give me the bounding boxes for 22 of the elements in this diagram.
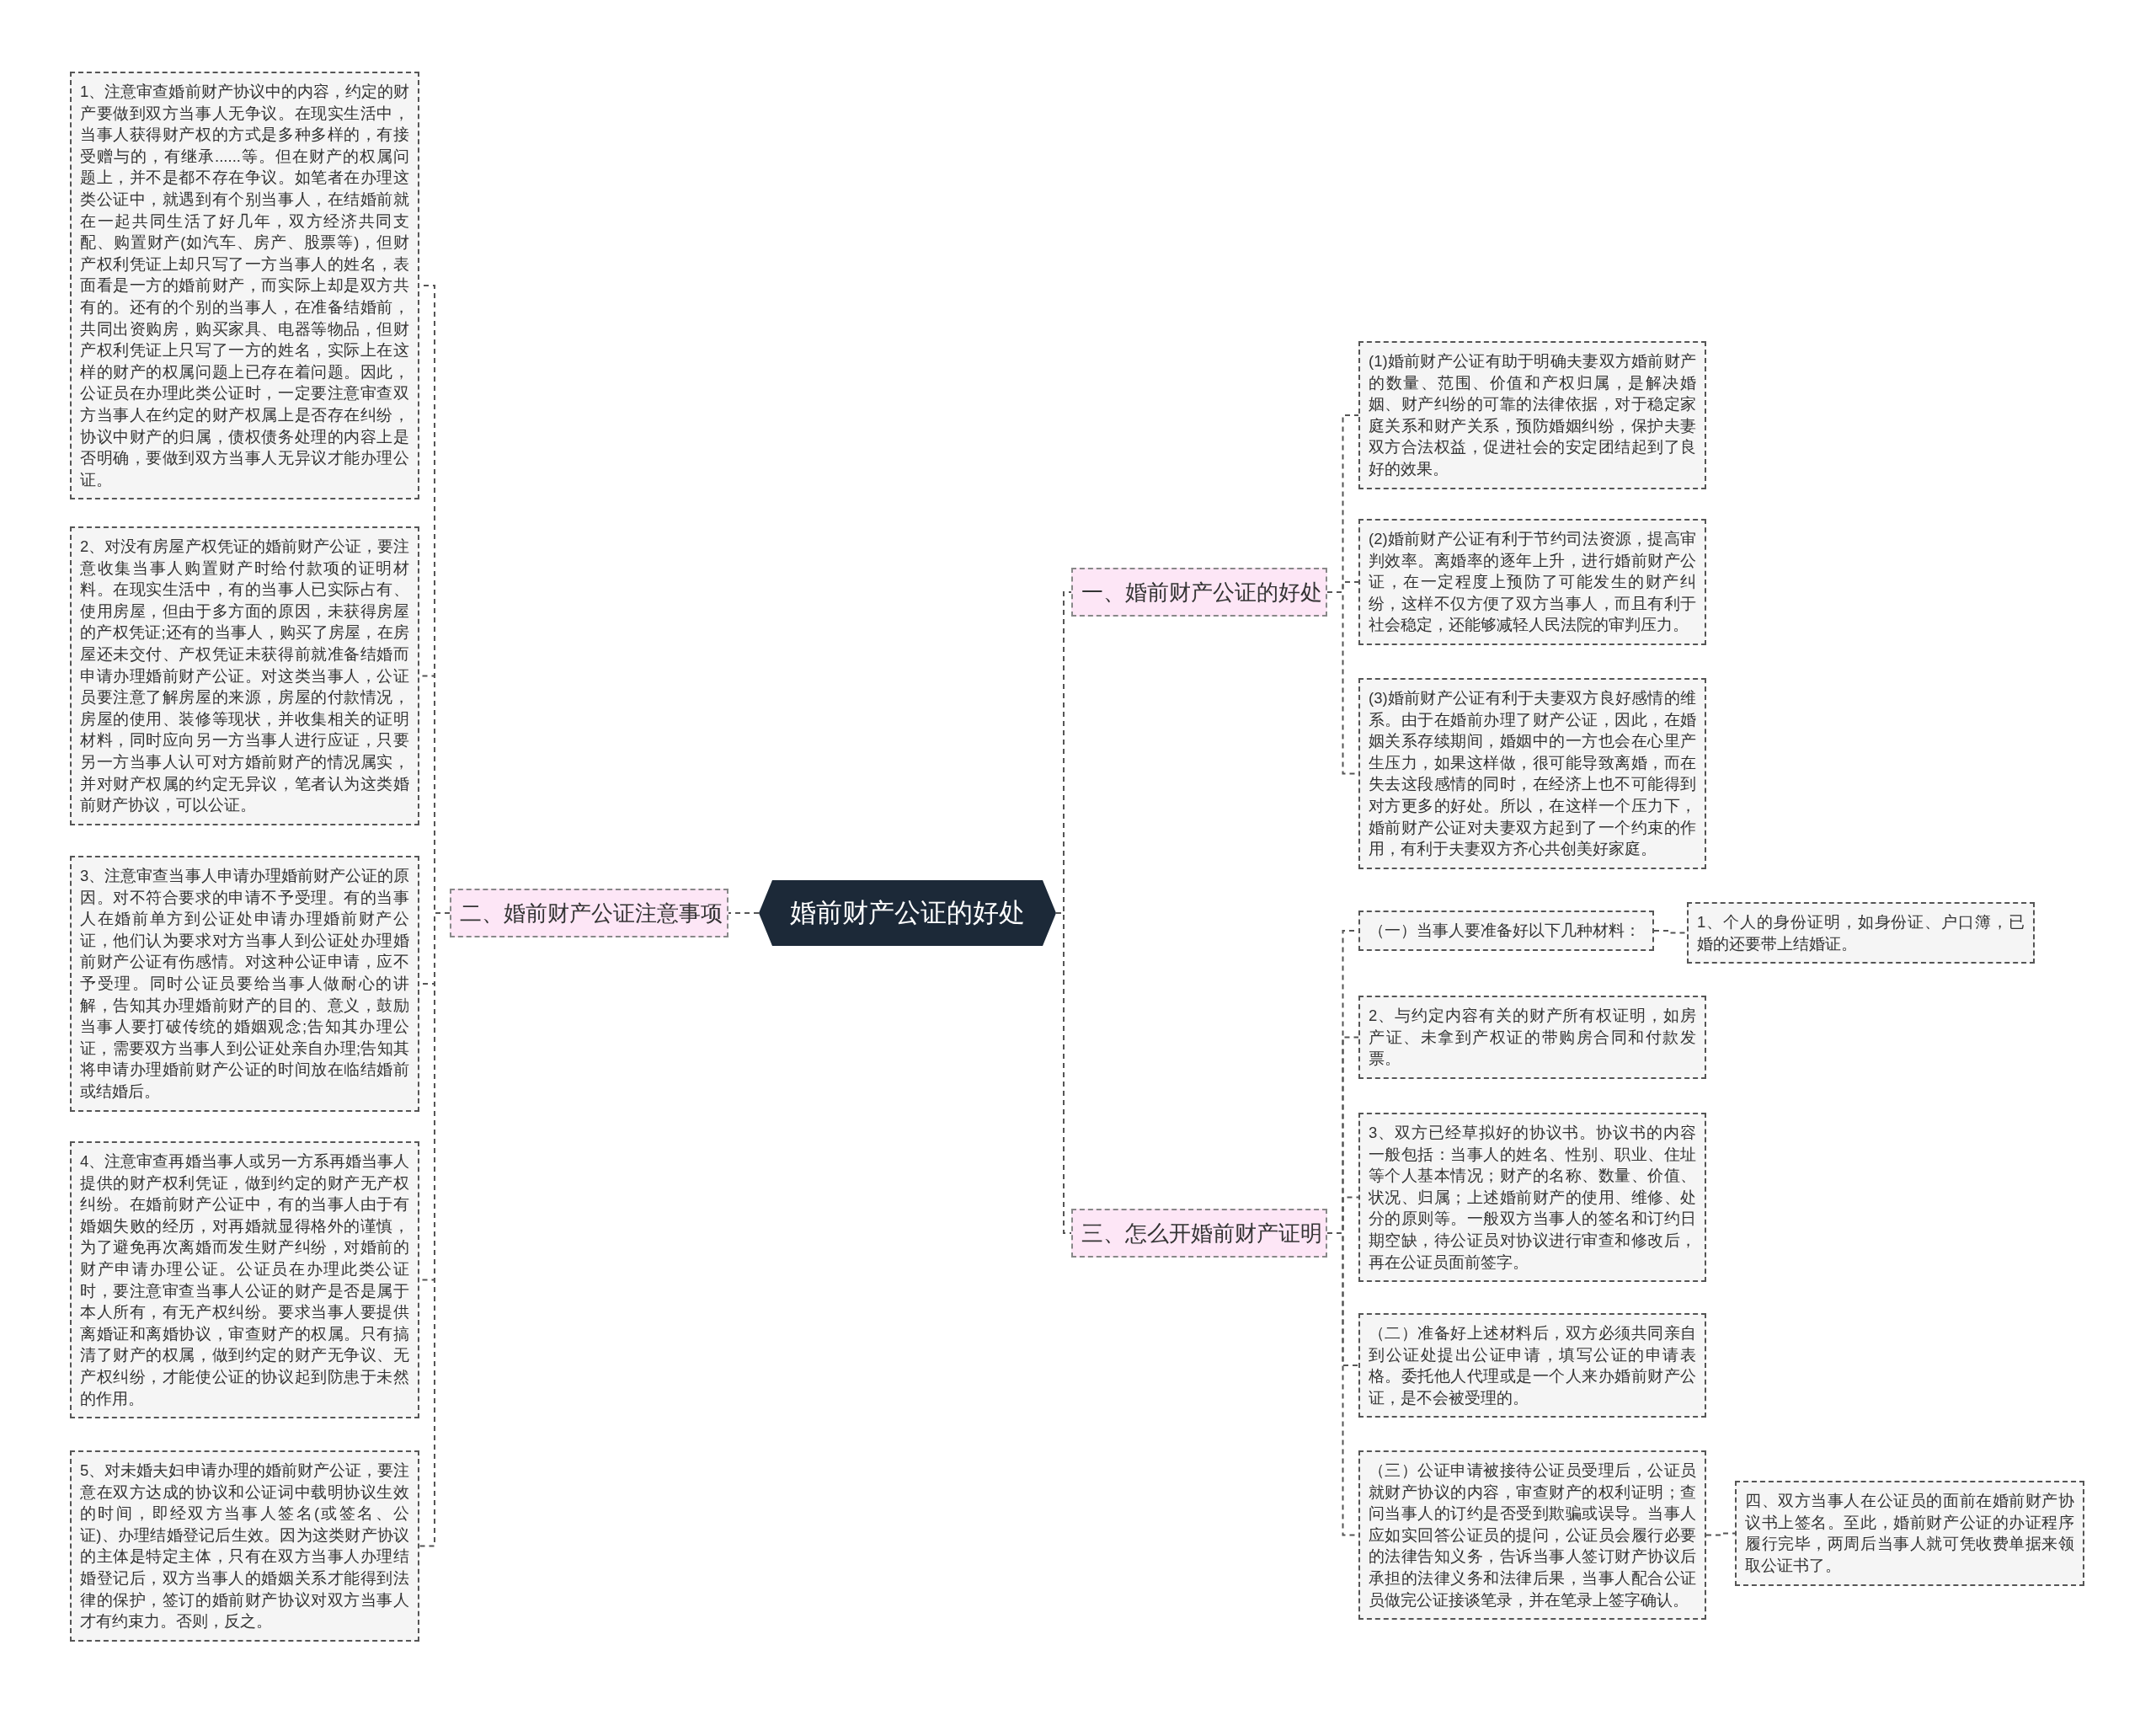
text-box: (1)婚前财产公证有助于明确夫妻双方婚前财产的数量、范围、价值和产权归属，是解决婚姻、财产纠纷的可靠的法律依据，对于稳定家庭关系和财产关系，预防婚姻纠纷，保护夫妻双方合法权益，促进社会的安定团结起到了良好的效果。 — [1358, 341, 1706, 489]
branch-topic: 二、婚前财产公证注意事项 — [450, 889, 728, 937]
text-box: 1、注意审查婚前财产协议中的内容，约定的财产要做到双方当事人无争议。在现实生活中，当事人获得财产权的方式是多种多样的，有接受赠与的，有继承......等。但在财产的权属问题上，并不是都不存在争议。如笔者在办理这类公证中，就遇到有个别当事人，在结婚前就在一起共同生活了好几年，双方经济共同支配、购置财产(如汽车、房产、股票等)，但财产权利凭证上却只写了一方当事人的姓名，表面看是一方的婚前财产，而实际上却是双方共有的。还有的个别的当事人，在准备结婚前，共同出资购房，购买家具、电器等物品，但财产权利凭证上只写了一方的姓名，实际上在这样的财产的权属问题上已存在着问题。因此，公证员在办理此类公证时，一定要注意审查双方当事人在约定的财产权属上是否存在纠纷，协议中财产的归属，债权债务处理的内容上是否明确，要做到双方当事人无异议才能办理公证。 — [70, 72, 419, 500]
text-box: (2)婚前财产公证有利于节约司法资源，提高审判效率。离婚率的逐年上升，进行婚前财产公证，在一定程度上预防了可能发生的财产纠纷，这样不仅方便了双方当事人，而且有利于社会稳定，还能够减轻人民法院的审判压力。 — [1358, 519, 1706, 645]
text-box: (3)婚前财产公证有利于夫妻双方良好感情的维系。由于在婚前办理了财产公证，因此，在婚姻关系存续期间，婚姻中的一方也会在心里产生压力，如果这样做，很可能导致离婚，而在失去这段感情的同时，在经济上也不可能得到对方更多的好处。所以，在这样一个压力下，婚前财产公证对夫妻双方起到了一个约束的作用，有利于夫妻双方齐心共创美好家庭。 — [1358, 678, 1706, 869]
text-box: （二）准备好上述材料后，双方必须共同亲自到公证处提出公证申请，填写公证的申请表格。委托他人代理或是一个人来办婚前财产公证，是不会被受理的。 — [1358, 1313, 1706, 1418]
text-box: 1、个人的身份证明，如身份证、户口簿，已婚的还要带上结婚证。 — [1687, 902, 2035, 964]
branch-topic: 一、婚前财产公证的好处 — [1071, 568, 1327, 617]
text-box: 3、注意审查当事人申请办理婚前财产公证的原因。对不符合要求的申请不予受理。有的当事人在婚前单方到公证处申请办理婚前财产公证，他们认为要求对方当事人到公证处办理婚前财产公证有伤感情。对这种公证申请，应不予受理。同时公证员要给当事人做耐心的讲解，告知其办理婚前财产的目的、意义，鼓励当事人要打破传统的婚姻观念;告知其办理公证，需要双方当事人到公证处亲自办理;告知其将申请办理婚前财产公证的时间放在临结婚前或结婚后。 — [70, 856, 419, 1112]
text-box: 3、双方已经草拟好的协议书。协议书的内容一般包括：当事人的姓名、性别、职业、住址等个人基本情况；财产的名称、数量、价值、状况、归属；上述婚前财产的使用、维修、处分的原则等。一般双方当事人的签名和订约日期空缺，待公证员对协议进行审查和修改后，再在公证员面前签字。 — [1358, 1113, 1706, 1283]
text-box: 5、对未婚夫妇申请办理的婚前财产公证，要注意在双方达成的协议和公证词中载明协议生效的时间，即经双方当事人签名(或签名、公证)、办理结婚登记后生效。因为这类财产协议的主体是特定主体，只有在双方当事人办理结婚登记后，双方当事人的婚姻关系才能得到法律的保护，签订的婚前财产协议对双方当事人才有约束力。否则，反之。 — [70, 1450, 419, 1642]
text-box: 4、注意审查再婚当事人或另一方系再婚当事人提供的财产权利凭证，做到约定的财产无产权纠纷。在婚前财产公证中，有的当事人由于有婚姻失败的经历，对再婚就显得格外的谨慎，为了避免再次离婚而发生财产纠纷，对婚前的财产申请办理公证。公证员在办理此类公证时，要注意审查当事人公证的财产是否是属于本人所有，有无产权纠纷。要求当事人要提供离婚证和离婚协议，审查财产的权属。只有搞清了财产的权属，做到约定的财产无争议、无产权纠纷，才能使公证的协议起到防患于未然的作用。 — [70, 1141, 419, 1419]
text-box: 2、对没有房屋产权凭证的婚前财产公证，要注意收集当事人购置财产时给付款项的证明材料。在现实生活中，有的当事人已实际占有、使用房屋，但由于多方面的原因，未获得房屋的产权凭证;还有的当事人，购买了房屋，在房屋还未交付、产权凭证未获得前就准备结婚而申请办理婚前财产公证。对这类当事人，公证员要注意了解房屋的来源，房屋的付款情况，房屋的使用、装修等现状，并收集相关的证明材料，同时应向另一方当事人进行应证，只要另一方当事人认可对方婚前财产的情况属实，并对财产权属的约定无异议，笔者认为这类婚前财产协议，可以公证。 — [70, 526, 419, 825]
connector-line — [1705, 1532, 1736, 1536]
text-box: （三）公证申请被接待公证员受理后，公证员就财产协议的内容，审查财产的权利证明；查问当事人的订约是否受到欺骗或误导。当事人应如实回答公证员的提问，公证员会履行必要的法律告知义务，告诉当事人签订财产协议后承担的法律义务和法律后果，当事人配合公证员做完公证接谈笔录，并在笔录上签字确认。 — [1358, 1450, 1706, 1621]
text-box: 四、双方当事人在公证员的面前在婚前财产协议书上签名。至此，婚前财产公证的办证程序履行完毕，两周后当事人就可凭收费单据来领取公证书了。 — [1735, 1481, 2084, 1586]
text-box: （一）当事人要准备好以下几种材料： — [1358, 911, 1654, 951]
branch-topic: 三、怎么开婚前财产证明 — [1071, 1209, 1327, 1258]
central-topic: 婚前财产公证的好处 — [759, 880, 1056, 946]
connector-line — [1653, 930, 1688, 934]
connector-line — [728, 912, 760, 914]
text-box: 2、与约定内容有关的财产所有权证明，如房产证、未拿到产权证的带购房合同和付款发票。 — [1358, 996, 1706, 1079]
